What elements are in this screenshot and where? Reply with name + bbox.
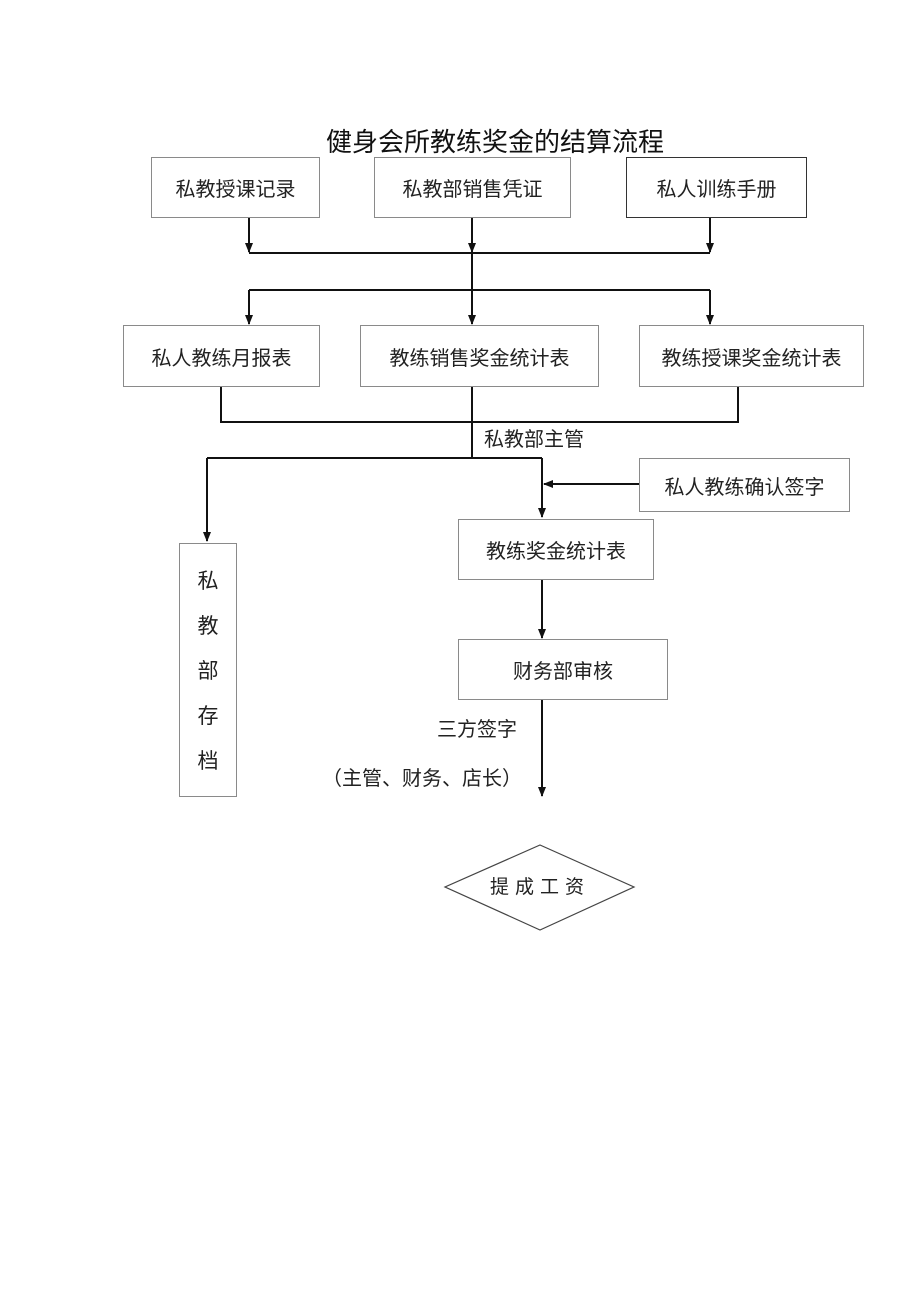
archive-char: 档 — [197, 748, 219, 773]
archive-char: 部 — [197, 658, 219, 683]
node-sales-voucher: 私教部销售凭证 — [374, 157, 571, 218]
node-monthly-report: 私人教练月报表 — [123, 325, 320, 387]
page-title: 健身会所教练奖金的结算流程 — [325, 128, 664, 158]
commission-wage-text: 提成工资 — [490, 876, 591, 898]
commission-wage-diamond — [443, 844, 636, 931]
node-teaching-record: 私教授课记录 — [151, 157, 320, 218]
node-teaching-bonus-stats: 教练授课奖金统计表 — [639, 325, 864, 387]
archive-char: 私 — [197, 569, 219, 594]
node-finance-review: 财务部审核 — [458, 639, 668, 700]
node-coach-confirm: 私人教练确认签字 — [639, 458, 850, 512]
archive-char: 教 — [197, 614, 219, 639]
node-sales-bonus-stats: 教练销售奖金统计表 — [360, 325, 599, 387]
label-three-party-members: （主管、财务、店长） — [322, 766, 522, 790]
label-supervisor: 私教部主管 — [484, 427, 584, 451]
node-training-manual: 私人训练手册 — [626, 157, 807, 218]
archive-char: 存 — [197, 703, 219, 728]
node-archive: 私 教 部 存 档 — [179, 543, 237, 797]
label-three-party-sign: 三方签字 — [437, 717, 517, 741]
node-bonus-stats: 教练奖金统计表 — [458, 519, 654, 580]
bracket-second-row — [220, 387, 739, 423]
